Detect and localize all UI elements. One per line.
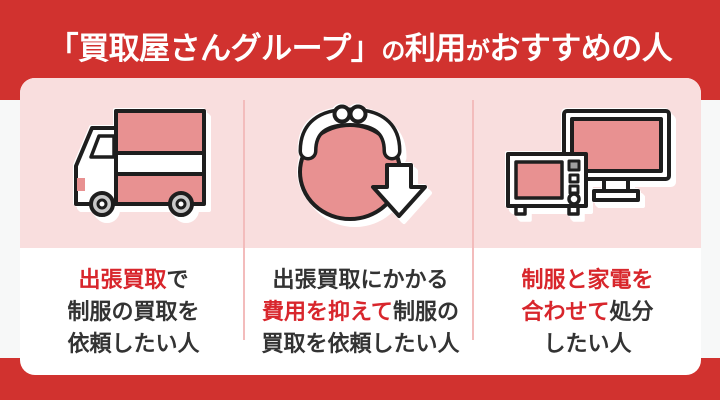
- plain-text: で: [166, 266, 189, 292]
- plain-text: 依頼したい人: [67, 330, 200, 356]
- icon-cell-appliances: [474, 78, 701, 248]
- highlighted-text: 合わせて: [521, 298, 610, 324]
- icon-band: [20, 78, 701, 248]
- column-divider: [243, 100, 245, 340]
- icon-cell-purse: [247, 78, 474, 248]
- highlighted-text: 費用を抑えて: [262, 298, 393, 324]
- plain-text: 買取を依頼したい人: [261, 330, 460, 356]
- card-text-line: 依頼したい人: [67, 328, 199, 360]
- card-text-line: 制服と家電を: [521, 264, 653, 296]
- card-text-line: したい人: [543, 328, 631, 360]
- card-text-line: 費用を抑えて制服の: [262, 296, 459, 328]
- title-part: が: [465, 37, 490, 65]
- title-part: 「買取屋さんグループ」: [47, 30, 382, 66]
- column-divider: [472, 100, 474, 340]
- plain-text: 制服の: [392, 298, 459, 324]
- card-text-appliances: 制服と家電を合わせて処分したい人: [474, 248, 701, 375]
- page-title: 「買取屋さんグループ」の利用がおすすめの人: [48, 33, 673, 68]
- card-text-line: 合わせて処分: [521, 296, 653, 328]
- plain-text: 処分: [609, 298, 654, 324]
- icon-cell-truck: [20, 78, 247, 248]
- card-text-truck: 出張買取で制服の買取を依頼したい人: [20, 248, 247, 375]
- title-part: 利用: [404, 30, 467, 66]
- card-text-line: 出張買取で: [78, 264, 188, 296]
- plain-text: 制服の買取を: [67, 298, 200, 324]
- card-text-line: 出張買取にかかる: [272, 264, 448, 296]
- delivery-truck-icon: [73, 109, 206, 217]
- highlighted-text: 制服と家電を: [521, 266, 654, 292]
- text-row: 出張買取で制服の買取を依頼したい人 出張買取にかかる費用を抑えて制服の買取を依頼…: [20, 248, 701, 375]
- card-text-purse: 出張買取にかかる費用を抑えて制服の買取を依頼したい人: [247, 248, 474, 375]
- title-part: おすすめの人: [489, 30, 673, 66]
- coin-purse-down-arrow-icon: [297, 104, 427, 221]
- card-text-line: 制服の買取を: [67, 296, 199, 328]
- title-part: の: [381, 37, 405, 65]
- tv-and-microwave-icon: [505, 109, 671, 216]
- card-text-line: 買取を依頼したい人: [261, 328, 459, 360]
- highlighted-text: 出張買取: [78, 266, 167, 292]
- plain-text: したい人: [543, 330, 632, 356]
- content-card: 出張買取で制服の買取を依頼したい人 出張買取にかかる費用を抑えて制服の買取を依頼…: [20, 78, 701, 375]
- plain-text: 出張買取にかかる: [272, 266, 449, 292]
